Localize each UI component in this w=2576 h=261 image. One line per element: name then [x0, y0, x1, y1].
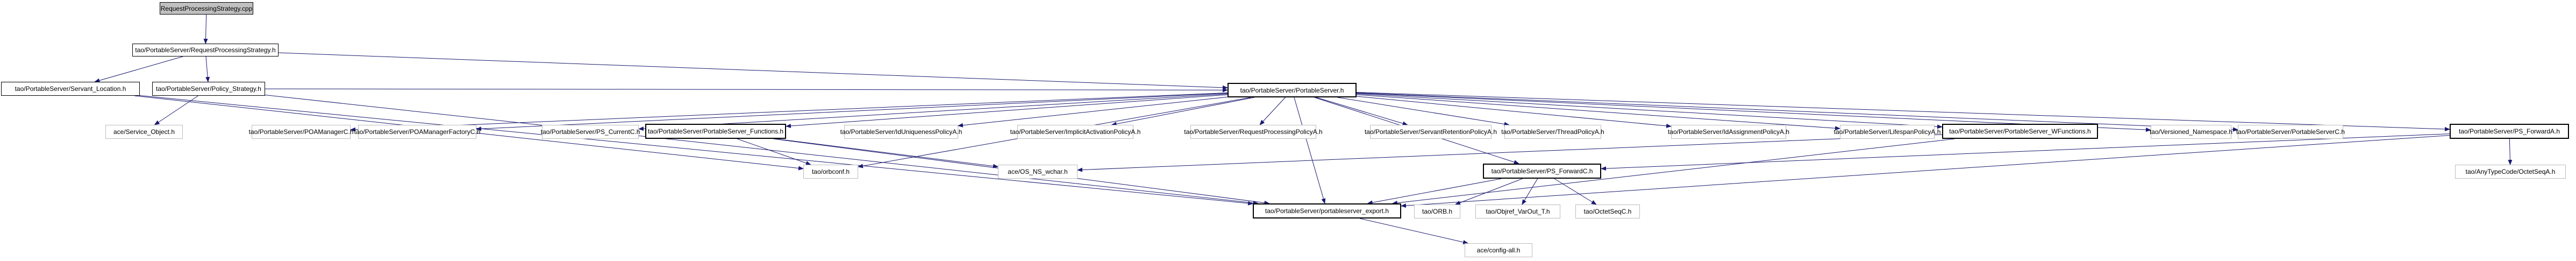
include-arrow-wfunctions-to-os_ns_wchar — [1077, 134, 1943, 172]
graph-node-implact: tao/PortableServer/ImplicitActivationPol… — [1010, 125, 1140, 139]
include-arrow-ps_forwarda-to-ps_forwardc — [1601, 133, 2450, 171]
graph-node-versioned_ns: tao/Versioned_Namespace.h — [2150, 125, 2232, 139]
graph-node-reqproc: tao/PortableServer/RequestProcessingPoli… — [1184, 125, 1323, 139]
graph-node-poamanagerfactoryc: tao/PortableServer/POAManagerFactoryC.h — [354, 125, 480, 139]
graph-node-servret: tao/PortableServer/ServantRetentionPolic… — [1365, 125, 1497, 139]
include-arrow-ps_export-to-config_all — [1360, 218, 1469, 244]
include-arrow-rps_h-to-portableserver_h — [278, 52, 1228, 90]
graph-node-portableserver_h[interactable]: tao/PortableServer/PortableServer.h — [1228, 83, 1357, 97]
include-arrow-root_cpp-to-rps_h — [203, 14, 208, 44]
include-arrow-rps_h-to-policy_strategy — [205, 56, 210, 82]
include-arrow-portableserver_h-to-idassign — [1356, 96, 1672, 128]
include-arrow-portableserver_h-to-ps_forwarda — [1356, 92, 2450, 131]
graph-node-ps_forwarda[interactable]: tao/PortableServer/PS_ForwardA.h — [2450, 124, 2569, 139]
graph-node-idassign: tao/PortableServer/IdAssignmentPolicyA.h — [1668, 125, 1789, 139]
graph-node-config_all: ace/config-all.h — [1465, 243, 1532, 257]
graph-node-octetseqc: tao/OctetSeqC.h — [1575, 204, 1640, 218]
graph-node-ps_functions[interactable]: tao/PortableServer/PortableServer_Functi… — [645, 124, 786, 139]
graph-node-os_ns_wchar: ace/OS_NS_wchar.h — [998, 165, 1078, 179]
include-arrow-portableserver_h-to-portableserverc — [1356, 93, 2238, 132]
graph-node-threadpol: tao/PortableServer/ThreadPolicyA.h — [1501, 125, 1604, 139]
graph-node-servant_location[interactable]: tao/PortableServer/Servant_Location.h — [1, 82, 140, 96]
include-arrow-portableserver_h-to-ps_currentc — [638, 94, 1228, 131]
include-arrow-ps_functions-to-os_ns_wchar — [775, 138, 998, 168]
include-arrow-ps_functions-to-orbconf — [737, 138, 811, 165]
include-arrow-portableserver_h-to-ps_export — [1294, 97, 1326, 204]
include-arrow-policy_strategy-to-ps_export — [265, 94, 1259, 205]
graph-node-orbconf: tao/orbconf.h — [803, 165, 858, 179]
include-arrow-ps_forwarda-to-octetseqa — [2508, 138, 2513, 165]
include-arrow-ps_forwardc-to-ps_export — [1367, 178, 1502, 205]
include-arrow-portableserver_h-to-wfunctions — [1356, 93, 1943, 129]
include-arrow-servant_location-to-ps_export — [139, 95, 1253, 206]
graph-node-ps_export[interactable]: tao/PortableServer/portableserver_export… — [1253, 203, 1401, 218]
include-arrow-portableserver_h-to-iduniq — [958, 96, 1228, 128]
include-arrow-portableserver_h-to-reqproc — [1259, 97, 1286, 125]
include-arrow-wfunctions-to-ps_export — [1392, 138, 1955, 205]
graph-node-wfunctions[interactable]: tao/PortableServer/PortableServer_WFunct… — [1942, 124, 2098, 139]
include-arrow-ps_forwardc-to-orb_h — [1454, 178, 1523, 205]
graph-node-orb_h: tao/ORB.h — [1414, 204, 1460, 218]
include-arrow-policy_strategy-to-portableserver_h — [265, 88, 1228, 93]
graph-node-policy_strategy[interactable]: tao/PortableServer/Policy_Strategy.h — [152, 82, 265, 96]
graph-node-octetseqa: tao/AnyTypeCode/OctetSeqA.h — [2455, 165, 2566, 179]
include-arrow-portableserver_h-to-servret — [1316, 97, 1408, 126]
graph-node-rps_h[interactable]: tao/PortableServer/RequestProcessingStra… — [132, 44, 279, 57]
include-arrow-portableserver_h-to-poamanagerc — [350, 93, 1228, 132]
graph-node-ps_forwardc[interactable]: tao/PortableServer/PS_ForwardC.h — [1483, 164, 1601, 179]
graph-node-ps_currentc: tao/PortableServer/PS_CurrentC.h — [541, 125, 640, 139]
include-arrow-portableserver_h-to-poamanagerfactoryc — [476, 93, 1228, 131]
include-arrow-ps_forwarda-to-ps_export — [1401, 135, 2450, 208]
include-arrow-portableserver_h-to-ps_functions — [786, 94, 1228, 129]
graph-node-objref: tao/Objref_VarOut_T.h — [1475, 204, 1560, 218]
graph-node-iduniq: tao/PortableServer/IdUniquenessPolicyA.h — [840, 125, 962, 139]
include-arrow-ps_forwardc-to-objref — [1522, 178, 1538, 205]
include-arrow-ps_forwardc-to-octetseqc — [1554, 178, 1597, 205]
graph-node-portableserverc: tao/PortableServer/PortableServerC.h — [2236, 125, 2345, 139]
include-arrow-portableserver_h-to-threadpol — [1337, 97, 1510, 126]
graph-node-service_object: ace/Service_Object.h — [105, 125, 183, 139]
include-arrow-portableserver_h-to-implact — [1111, 97, 1254, 126]
graph-node-poamanagerc: tao/PortableServer/POAManagerC.h — [249, 125, 353, 139]
include-arrow-rps_h-to-servant_location — [94, 56, 183, 83]
include-arrow-portableserver_h-to-lifespan — [1356, 94, 1840, 131]
graph-node-root_cpp: RequestProcessingStrategy.cpp — [160, 2, 253, 15]
graph-node-lifespan: tao/PortableServer/LifespanPolicyA.h — [1834, 125, 1940, 139]
